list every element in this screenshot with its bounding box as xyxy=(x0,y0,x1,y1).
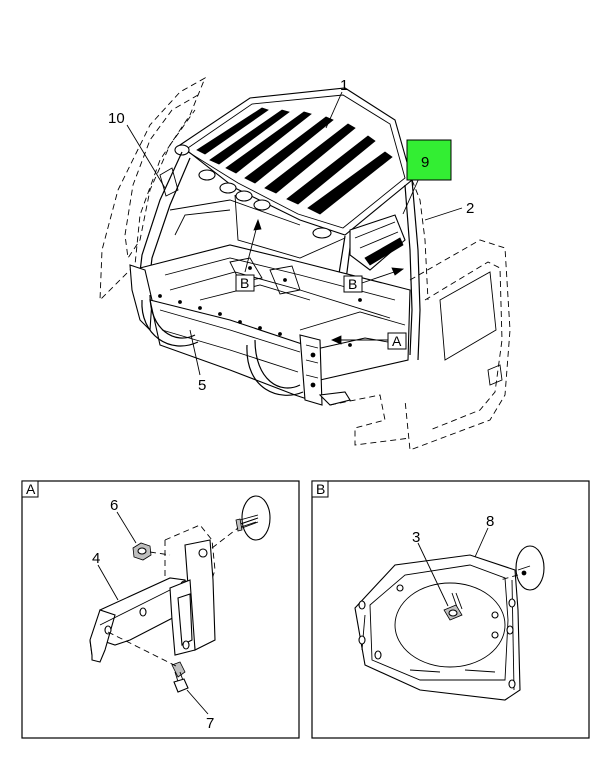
callout-1: 1 xyxy=(340,77,348,94)
bolt-part-7 xyxy=(171,661,189,693)
callout-5: 5 xyxy=(198,377,206,394)
highlight-box xyxy=(406,139,452,181)
vertical-bracket xyxy=(169,539,216,656)
view-ref-a: A xyxy=(387,332,407,350)
svg-text:B: B xyxy=(348,276,357,292)
callout-8: 8 xyxy=(486,513,494,530)
detail-b-label: B xyxy=(316,481,325,497)
cab-main-view xyxy=(99,76,511,451)
screw-part-3 xyxy=(443,592,463,621)
detail-view-b: B xyxy=(311,480,590,739)
callout-3: 3 xyxy=(412,529,420,546)
callout-6: 6 xyxy=(110,497,118,514)
leader-lines xyxy=(126,91,463,376)
stud-plate xyxy=(235,495,271,541)
callout-4: 4 xyxy=(92,550,100,567)
cab-floor xyxy=(139,244,411,381)
wall-plate xyxy=(499,545,545,591)
callout-9: 9 xyxy=(421,154,429,171)
callout-2: 2 xyxy=(466,200,474,217)
cab-front-structure xyxy=(129,264,351,406)
view-ref-b-right: B xyxy=(343,275,363,293)
nut-part-6 xyxy=(132,542,152,561)
cab-roof xyxy=(174,87,413,239)
floor-extension-outline xyxy=(329,394,411,446)
detail-view-a: A xyxy=(21,480,300,739)
left-door-outline xyxy=(99,76,206,302)
detail-a-label: A xyxy=(26,481,36,497)
callout-10: 10 xyxy=(108,110,125,127)
callout-7: 7 xyxy=(206,715,214,732)
view-ref-b-left: B xyxy=(235,274,255,292)
right-door-outline xyxy=(404,179,511,451)
plate-part-8 xyxy=(354,554,521,701)
svg-text:B: B xyxy=(240,275,249,291)
svg-text:A: A xyxy=(392,333,402,349)
